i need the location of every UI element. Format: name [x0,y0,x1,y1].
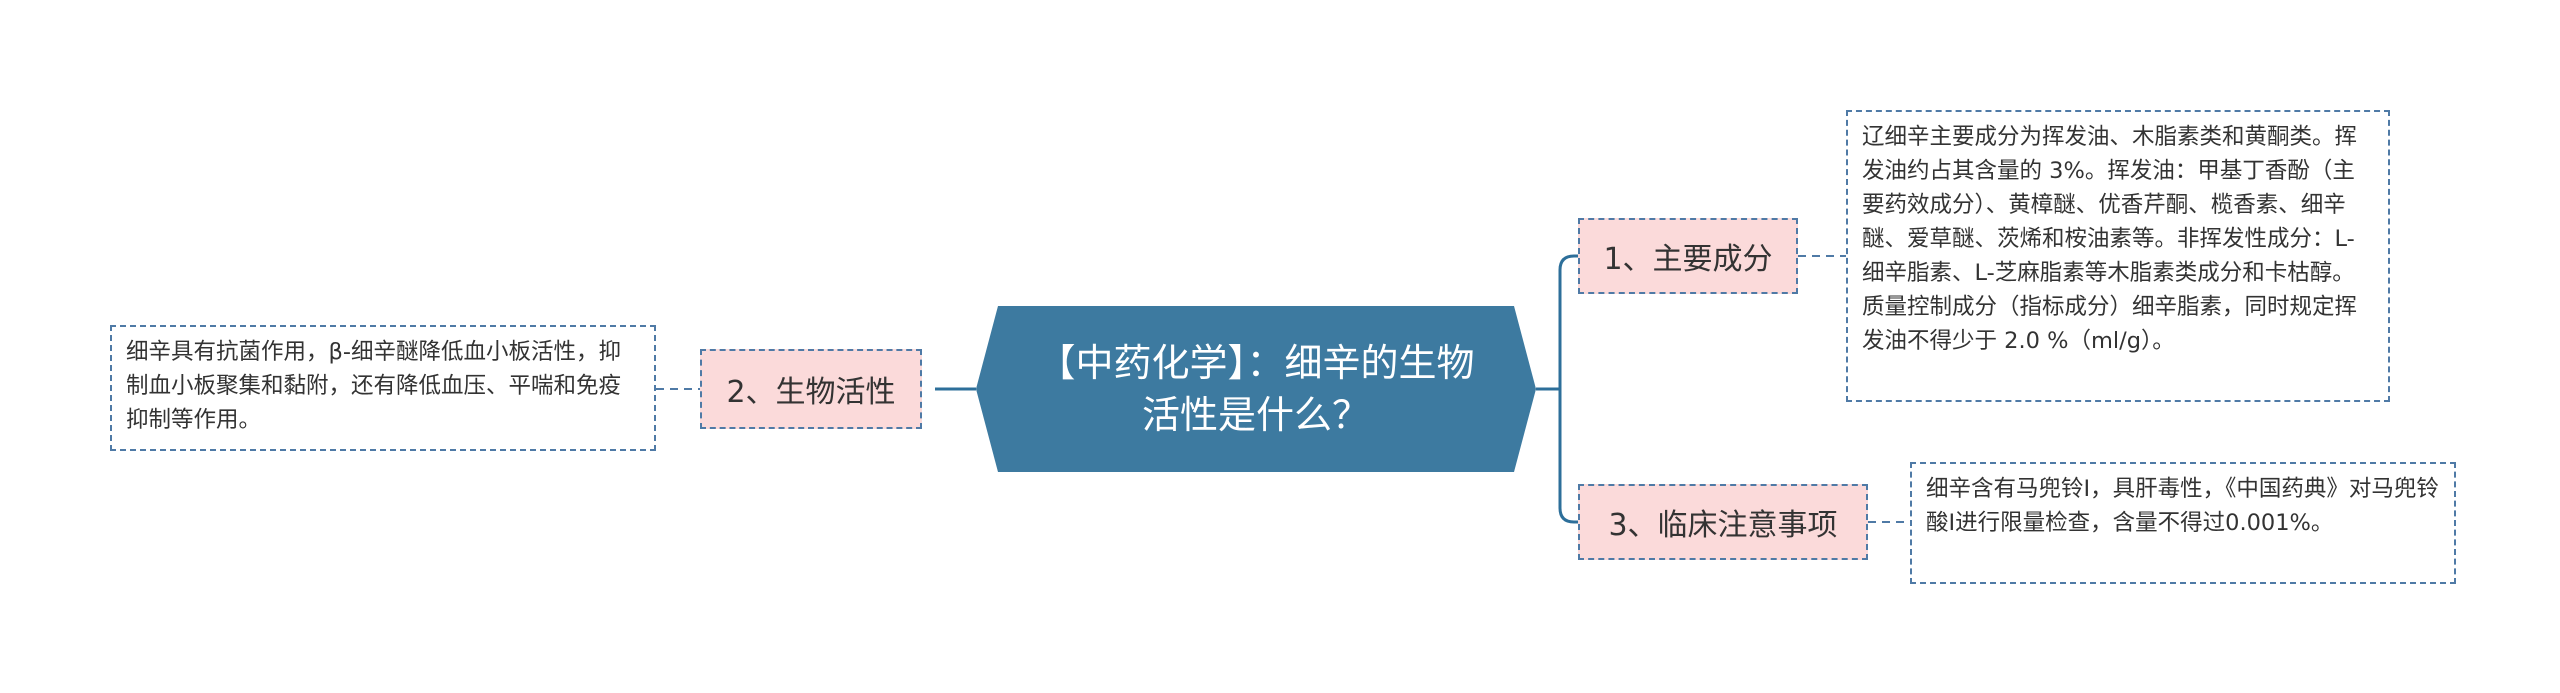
branch-clinical-notes[interactable]: 3、临床注意事项 [1578,484,1868,560]
branch-label: 2、生物活性 [726,375,896,410]
leaf-clinical-notes-detail: 细辛含有马兜铃Ⅰ，具肝毒性，《中国药典》对马兜铃酸Ⅰ进行限量检查，含量不得过0.… [1910,462,2456,584]
branch-label: 1、主要成分 [1603,242,1773,277]
center-shape [976,306,1536,472]
branch-biological-activity[interactable]: 2、生物活性 [700,349,922,429]
branch-main-components[interactable]: 1、主要成分 [1578,218,1798,294]
center-title: 【中药化学】：细辛的生物活性是什么？ [1037,341,1475,437]
branch-label: 3、临床注意事项 [1608,508,1838,543]
leaf-text: 辽细辛主要成分为挥发油、木脂素类和黄酮类。挥发油约占其含量的 3%。挥发油：甲基… [1862,124,2358,354]
leaf-text: 细辛含有马兜铃Ⅰ，具肝毒性，《中国药典》对马兜铃酸Ⅰ进行限量检查，含量不得过0.… [1926,476,2439,536]
leaf-biological-activity-detail: 细辛具有抗菌作用，β-细辛醚降低血小板活性，抑制血小板聚集和黏附，还有降低血压、… [110,325,656,451]
center-topic[interactable]: 【中药化学】：细辛的生物活性是什么？ [976,306,1536,472]
leaf-text: 细辛具有抗菌作用，β-细辛醚降低血小板活性，抑制血小板聚集和黏附，还有降低血压、… [126,339,622,433]
leaf-main-components-detail: 辽细辛主要成分为挥发油、木脂素类和黄酮类。挥发油约占其含量的 3%。挥发油：甲基… [1846,110,2390,402]
